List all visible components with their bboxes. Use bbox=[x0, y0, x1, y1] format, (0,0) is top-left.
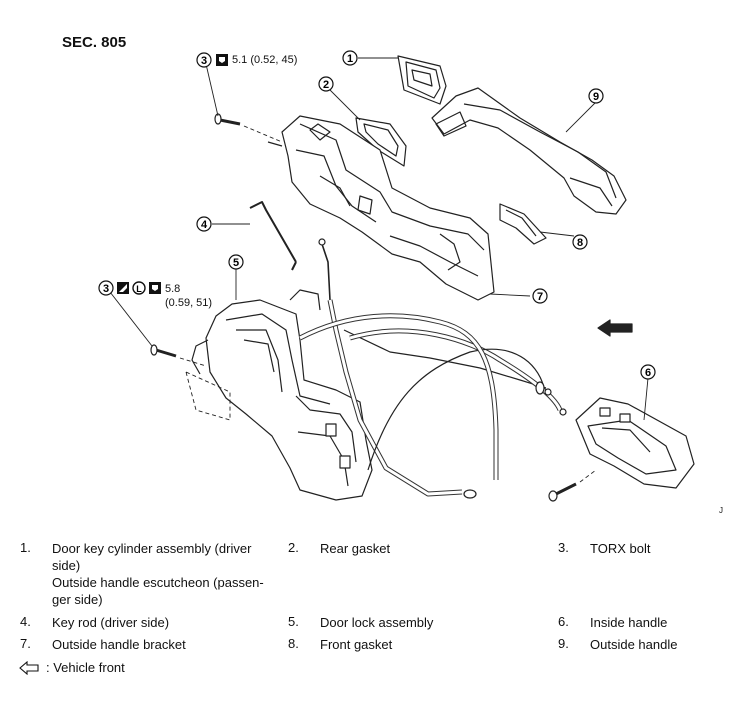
svg-text:3: 3 bbox=[201, 55, 207, 67]
cables bbox=[298, 299, 567, 499]
part-outside-handle bbox=[431, 87, 627, 215]
exploded-diagram: 1 2 3 4 5 3 6 7 8 9 L bbox=[98, 50, 695, 502]
part-outside-handle-bracket bbox=[267, 115, 495, 301]
callout-1: 1 bbox=[342, 50, 358, 66]
legend-item-8: 8. Front gasket bbox=[288, 636, 393, 652]
vehicle-front-arrow bbox=[597, 319, 633, 337]
svg-text:7: 7 bbox=[537, 291, 543, 303]
svg-text:4: 4 bbox=[201, 219, 208, 231]
legend-item-4: 4. Key rod (driver side) bbox=[20, 614, 170, 630]
locking-sealant-icon: L bbox=[132, 281, 146, 295]
svg-text:6: 6 bbox=[645, 367, 651, 379]
bolt-upper bbox=[214, 113, 283, 143]
sealant-icon bbox=[117, 282, 129, 294]
callout-2: 2 bbox=[318, 76, 334, 92]
callout-9: 9 bbox=[588, 88, 604, 104]
legend-item-2: 2. Rear gasket bbox=[288, 540, 391, 556]
svg-text:9: 9 bbox=[593, 91, 599, 103]
legend-item-9: 9. Outside handle bbox=[558, 636, 678, 652]
callout-6: 6 bbox=[640, 364, 656, 380]
callout-3-upper: 3 bbox=[196, 52, 212, 68]
legend-item-1: 1. Door key cylinder assembly (driver si… bbox=[20, 540, 264, 607]
torque-spec-upper: 5.1 (0.52, 45) bbox=[232, 54, 298, 66]
legend-item-6: 6. Inside handle bbox=[558, 614, 668, 630]
part-key-rod bbox=[249, 201, 297, 271]
bolt-inside bbox=[548, 469, 597, 502]
callout-8: 8 bbox=[572, 234, 588, 250]
callout-7: 7 bbox=[532, 288, 548, 304]
legend-item-3: 3. TORX bolt bbox=[558, 540, 651, 556]
part-inside-handle bbox=[575, 397, 695, 489]
svg-text:2: 2 bbox=[323, 79, 329, 91]
callout-4: 4 bbox=[196, 216, 212, 232]
vehicle-front-outline-arrow-icon bbox=[19, 660, 39, 675]
corner-mark: J bbox=[719, 506, 723, 515]
part-door-lock-assembly bbox=[191, 289, 373, 501]
callout-5: 5 bbox=[228, 254, 244, 270]
svg-text:3: 3 bbox=[103, 283, 109, 295]
svg-text:L: L bbox=[136, 284, 142, 294]
legend-item-5: 5. Door lock assembly bbox=[288, 614, 434, 630]
torque-spec-lower-units: (0.59, 51) bbox=[165, 297, 213, 309]
section-label: SEC. 805 bbox=[62, 34, 127, 51]
part-key-cylinder bbox=[397, 55, 447, 105]
bolt-lower bbox=[150, 344, 231, 421]
part-rear-gasket bbox=[355, 117, 407, 167]
torque-icon-upper bbox=[216, 54, 228, 66]
svg-text:1: 1 bbox=[347, 53, 353, 65]
svg-text:5: 5 bbox=[233, 257, 239, 269]
part-front-gasket bbox=[499, 203, 547, 245]
callout-3-lower: 3 bbox=[98, 280, 114, 296]
torque-icon-lower bbox=[149, 282, 161, 294]
legend-item-7: 7. Outside handle bracket bbox=[20, 636, 186, 652]
svg-text:8: 8 bbox=[577, 237, 583, 249]
torque-spec-lower-value: 5.8 bbox=[165, 283, 181, 295]
legend-vehicle-front: : Vehicle front bbox=[18, 660, 125, 675]
